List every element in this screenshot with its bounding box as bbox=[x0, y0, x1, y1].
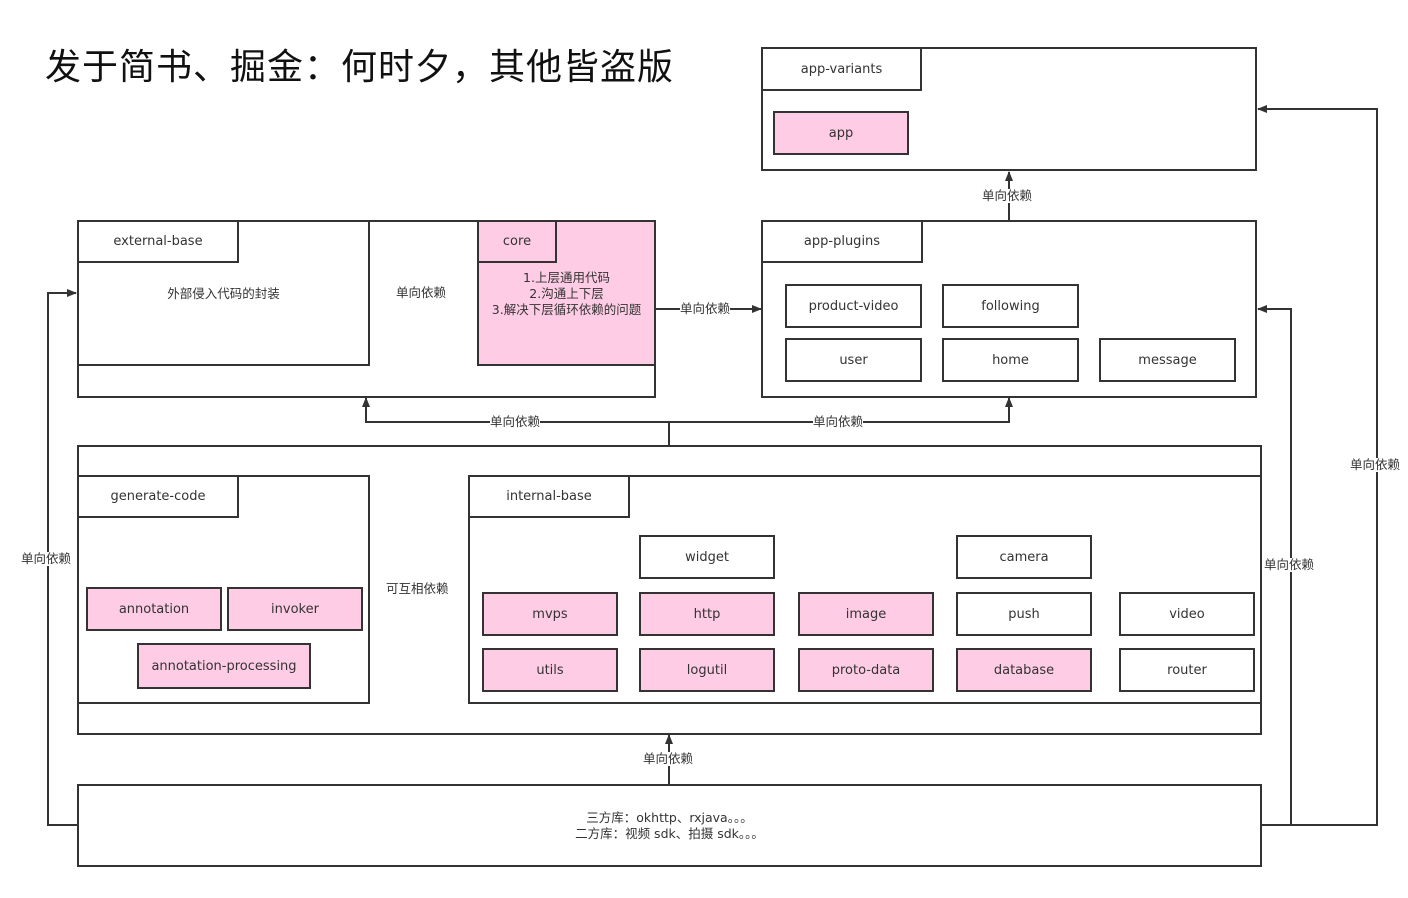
module-user[interactable]: user bbox=[785, 338, 922, 382]
libraries-container: 三方库：okhttp、rxjava。。。 二方库：视频 sdk、拍摄 sdk。。… bbox=[77, 784, 1262, 867]
core-description: 1.上层通用代码 2.沟通上下层 3.解决下层循环依赖的问题 bbox=[491, 270, 642, 317]
generate-code-label: generate-code bbox=[79, 477, 239, 518]
internal-base-label: internal-base bbox=[470, 477, 630, 518]
module-invoker[interactable]: invoker bbox=[227, 587, 363, 631]
module-home[interactable]: home bbox=[942, 338, 1079, 382]
edge-label-libs-external: 单向依赖 bbox=[21, 551, 72, 566]
edge-label-external-core: 单向依赖 bbox=[396, 285, 447, 300]
module-app[interactable]: app bbox=[773, 111, 909, 155]
module-message[interactable]: message bbox=[1099, 338, 1236, 382]
module-widget[interactable]: widget bbox=[639, 535, 775, 579]
edge-middle-to-plugins bbox=[669, 397, 1013, 423]
external-base-label: external-base bbox=[79, 222, 239, 263]
module-router[interactable]: router bbox=[1119, 648, 1255, 692]
external-base-description: 外部侵入代码的封装 bbox=[167, 286, 280, 301]
edge-label-libs-variants: 单向依赖 bbox=[1350, 457, 1401, 472]
app-plugins-container: app-plugins product-video following user… bbox=[761, 220, 1257, 398]
external-base-container: external-base 外部侵入代码的封装 bbox=[77, 220, 370, 366]
module-http[interactable]: http bbox=[639, 592, 775, 636]
module-proto-data[interactable]: proto-data bbox=[798, 648, 934, 692]
edge-label-core-plugins: 单向依赖 bbox=[680, 301, 731, 316]
edge-label-mutual: 可互相依赖 bbox=[386, 581, 449, 596]
edge-label-libs-middle: 单向依赖 bbox=[643, 751, 694, 766]
internal-base-container: internal-base widget camera mvps http im… bbox=[468, 475, 1262, 704]
module-logutil[interactable]: logutil bbox=[639, 648, 775, 692]
app-plugins-label: app-plugins bbox=[763, 222, 923, 263]
core-container[interactable]: core 1.上层通用代码 2.沟通上下层 3.解决下层循环依赖的问题 bbox=[477, 220, 656, 366]
module-annotation[interactable]: annotation bbox=[86, 587, 222, 631]
libraries-third-party: 三方库：okhttp、rxjava。。。 bbox=[586, 810, 753, 825]
libraries-second-party: 二方库：视频 sdk、拍摄 sdk。。。 bbox=[575, 826, 764, 841]
module-product-video[interactable]: product-video bbox=[785, 284, 922, 328]
module-push[interactable]: push bbox=[956, 592, 1092, 636]
generate-code-container: generate-code annotation invoker annotat… bbox=[77, 475, 370, 704]
module-following[interactable]: following bbox=[942, 284, 1079, 328]
module-annotation-processing[interactable]: annotation-processing bbox=[137, 643, 311, 689]
module-utils[interactable]: utils bbox=[482, 648, 618, 692]
watermark-title: 发于简书、掘金：何时夕，其他皆盗版 bbox=[45, 47, 675, 88]
edge-label-middle-plugins: 单向依赖 bbox=[813, 414, 864, 429]
edge-label-middle-external: 单向依赖 bbox=[490, 414, 541, 429]
module-mvps[interactable]: mvps bbox=[482, 592, 618, 636]
edge-label-libs-plugins: 单向依赖 bbox=[1264, 557, 1315, 572]
core-label: core bbox=[479, 222, 557, 263]
edge-label-plugins-variants: 单向依赖 bbox=[982, 188, 1033, 203]
module-camera[interactable]: camera bbox=[956, 535, 1092, 579]
app-variants-container: app-variants app bbox=[761, 47, 1257, 171]
module-video[interactable]: video bbox=[1119, 592, 1255, 636]
app-variants-label: app-variants bbox=[763, 49, 922, 91]
module-image[interactable]: image bbox=[798, 592, 934, 636]
module-database[interactable]: database bbox=[956, 648, 1092, 692]
